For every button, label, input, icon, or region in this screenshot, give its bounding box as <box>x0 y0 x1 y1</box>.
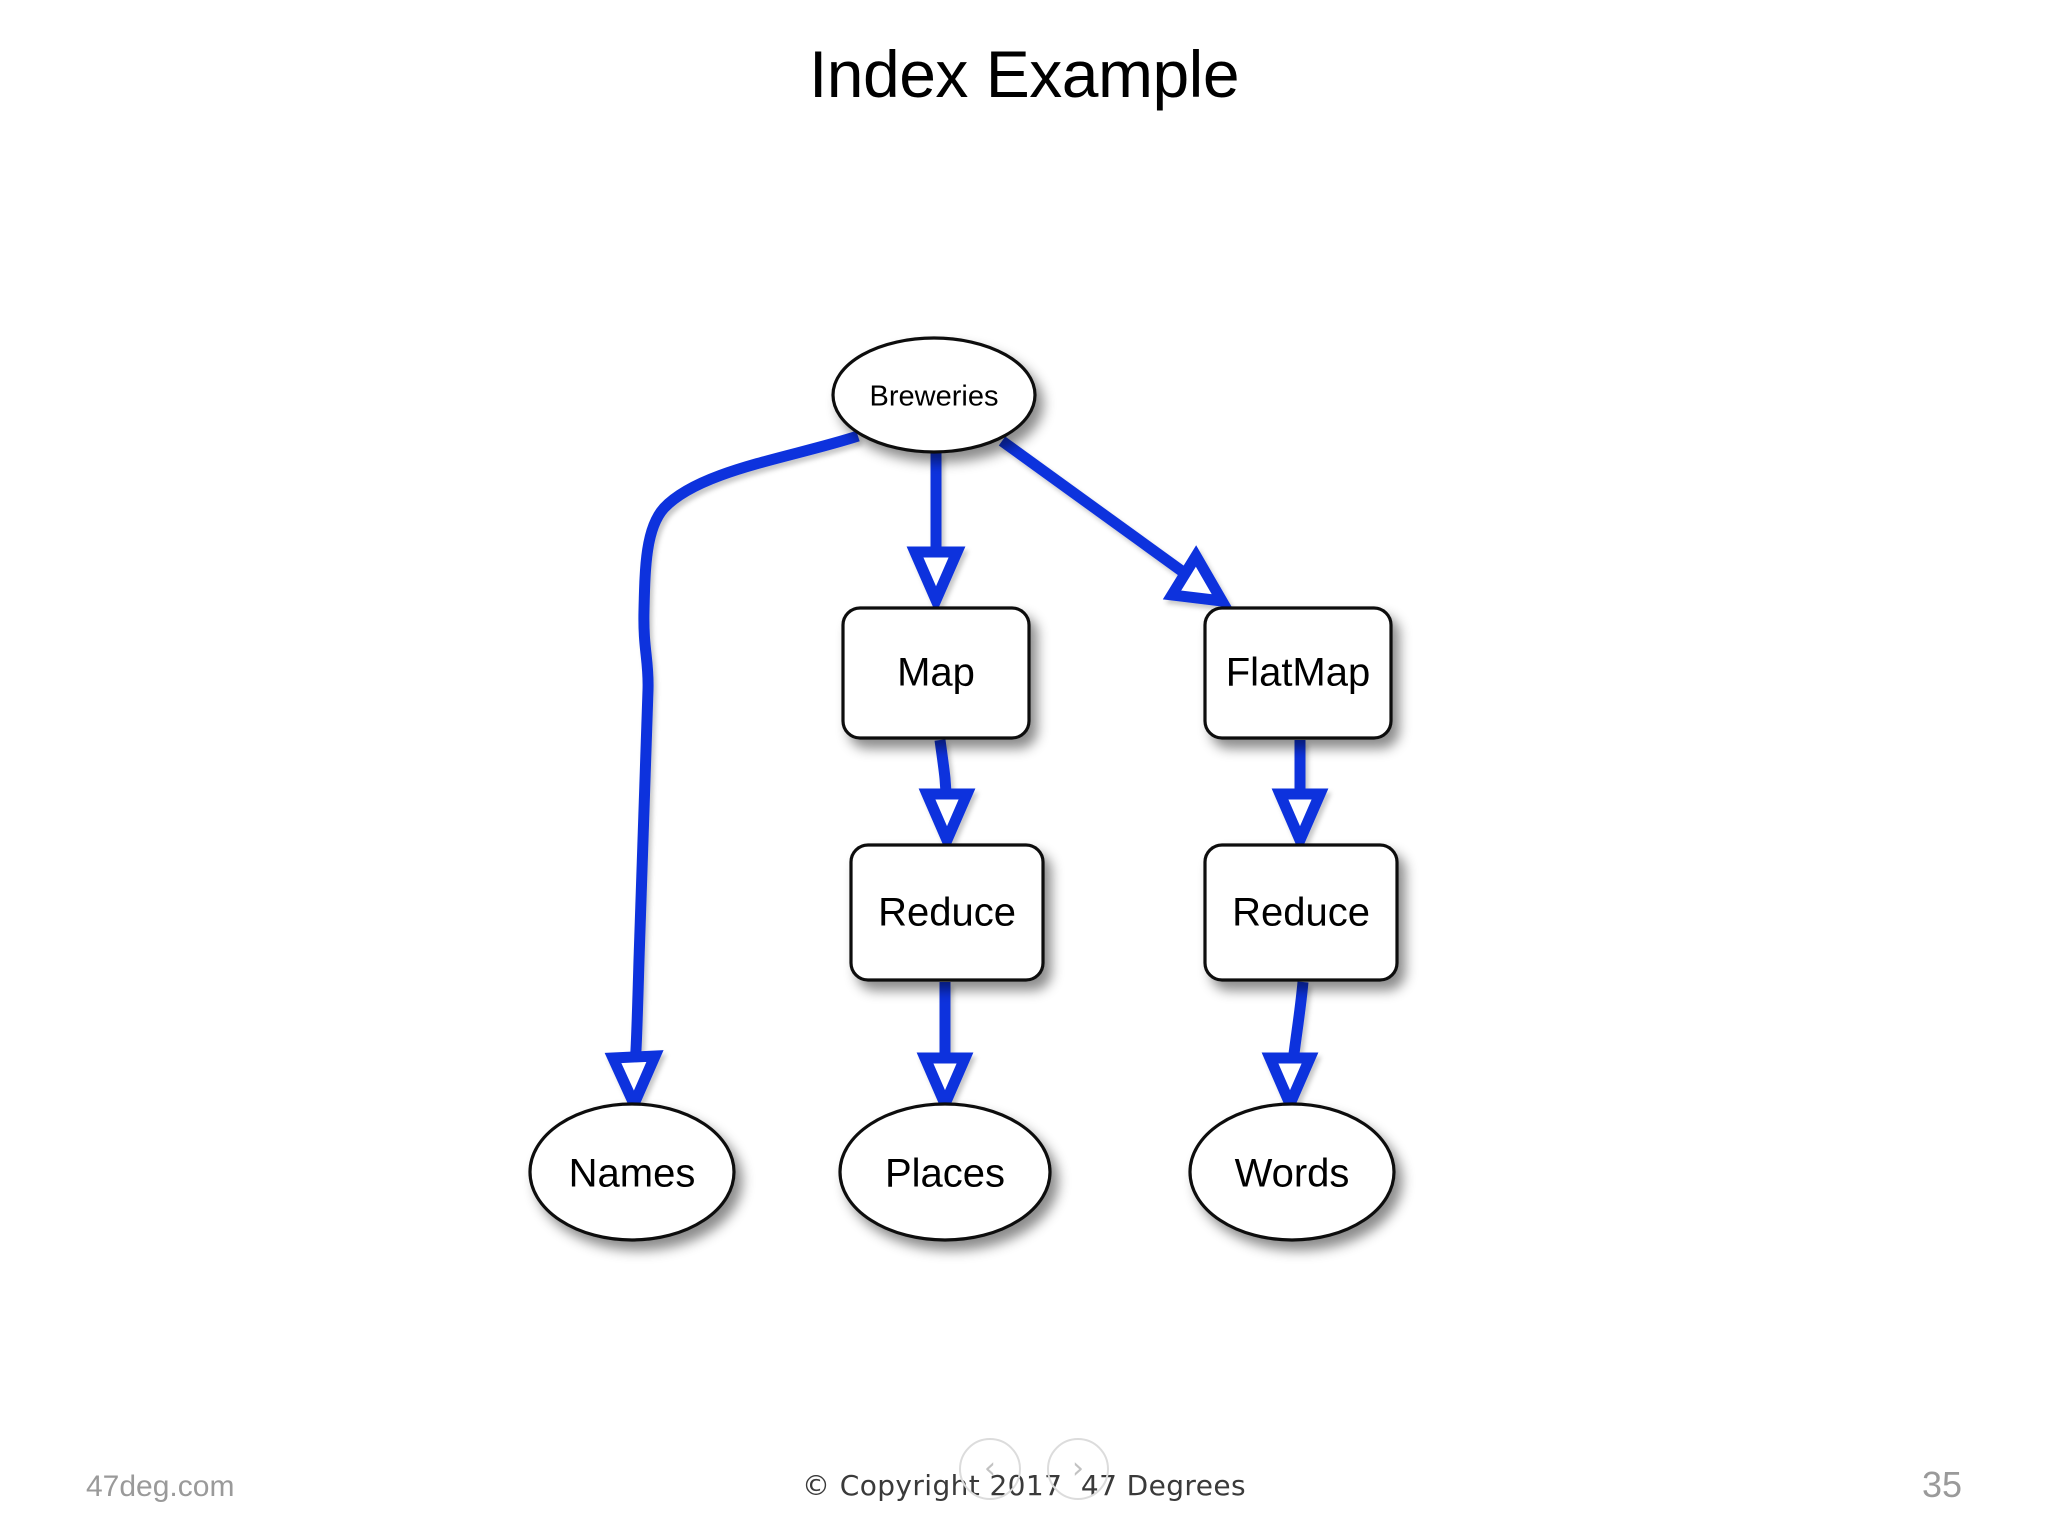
edge-flatmap-reduce2 <box>1271 740 1329 854</box>
chevron-right-icon: › <box>1072 1451 1084 1486</box>
next-slide-button[interactable]: › <box>1047 1438 1109 1500</box>
node-flatmap[interactable]: FlatMap <box>1203 606 1393 740</box>
node-names-shape[interactable] <box>528 1102 736 1242</box>
prev-slide-button[interactable]: ‹ <box>959 1438 1021 1500</box>
node-reduce-left-label: Reduce <box>878 891 1016 935</box>
node-flatmap-shape[interactable] <box>1203 606 1393 740</box>
footer-site-link[interactable]: 47deg.com <box>86 1470 235 1503</box>
edge-breweries-flatmap <box>998 436 1233 608</box>
chevron-left-icon: ‹ <box>984 1451 996 1486</box>
node-words-shape[interactable] <box>1188 1102 1396 1242</box>
node-reduce-left[interactable]: Reduce <box>849 843 1045 982</box>
node-reduce-left-shape[interactable] <box>849 843 1045 982</box>
node-layer: Breweries Map FlatMap Reduce Reduce <box>528 336 1399 1242</box>
node-words[interactable]: Words <box>1188 1102 1396 1242</box>
node-places-label: Places <box>885 1152 1005 1196</box>
edge-breweries-flatmap-path <box>998 436 1194 582</box>
slide-footer: 47deg.com © Copyright 2017 47 Degrees ‹ … <box>0 1416 2048 1536</box>
edge-layer <box>604 430 1329 1118</box>
edge-reduce2-words <box>1261 981 1319 1118</box>
arrowhead-reduce2 <box>1271 788 1329 854</box>
page-number: 35 <box>1921 1464 1962 1505</box>
node-breweries-shape[interactable] <box>831 336 1037 454</box>
arrowhead-names <box>604 1050 664 1118</box>
arrowhead-reduce1 <box>918 788 976 854</box>
footer-copyright: © Copyright 2017 47 Degrees <box>802 1469 1246 1502</box>
node-reduce-right-shape[interactable] <box>1203 843 1399 982</box>
node-names-label: Names <box>569 1152 696 1196</box>
arrowhead-flatmap <box>1162 545 1233 608</box>
node-map[interactable]: Map <box>841 606 1031 740</box>
node-places-shape[interactable] <box>838 1102 1052 1242</box>
node-breweries-label: Breweries <box>870 381 999 413</box>
arrowhead-map <box>906 546 966 614</box>
node-map-label: Map <box>897 651 975 695</box>
arrowhead-words <box>1261 1052 1319 1118</box>
node-places[interactable]: Places <box>838 1102 1052 1242</box>
node-breweries[interactable]: Breweries <box>831 336 1037 454</box>
node-map-shape[interactable] <box>841 606 1031 740</box>
node-reduce-right-label: Reduce <box>1232 891 1370 935</box>
page-title: Index Example <box>808 37 1240 111</box>
node-words-label: Words <box>1235 1152 1350 1196</box>
edge-reduce1-places <box>916 982 974 1118</box>
edge-reduce2-words-path <box>1287 981 1309 1063</box>
node-reduce-right[interactable]: Reduce <box>1203 843 1399 982</box>
edge-breweries-names-path <box>628 430 860 1079</box>
node-flatmap-label: FlatMap <box>1226 651 1371 695</box>
node-names[interactable]: Names <box>528 1102 736 1242</box>
arrowhead-places <box>916 1052 974 1118</box>
edge-map-reduce1 <box>918 739 976 854</box>
edge-breweries-map <box>906 452 966 614</box>
edge-breweries-names <box>604 430 860 1118</box>
